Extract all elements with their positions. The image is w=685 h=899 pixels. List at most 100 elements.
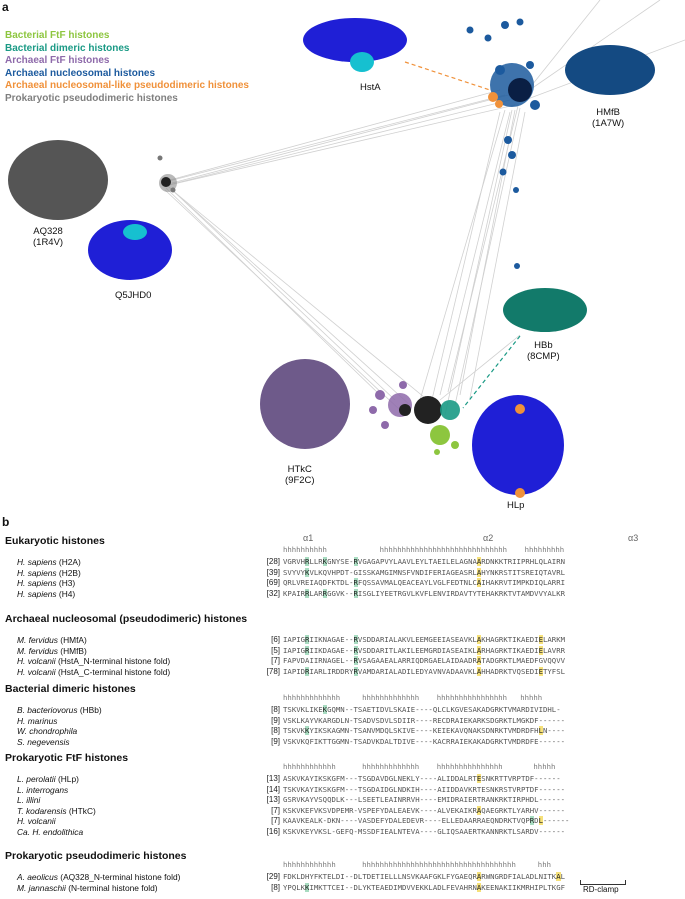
section-title: Eukaryotic histones [5, 535, 105, 547]
residue-offset: [14] [266, 784, 280, 794]
sequence-row: KSKVKEYVKSL-GEFQ-MSSDFIEALNTEVA----GLIQS… [283, 826, 565, 836]
species-label: L. illini [17, 795, 41, 805]
structure-label-q5jhd0: Q5JHD0 [115, 290, 152, 301]
sequence-row: VSKLKAYVKARGDLN-TSADVSDVLSDIIR----RECDRA… [283, 715, 565, 725]
species-label: H. volcanii (HstA_N-terminal histone fol… [17, 656, 171, 666]
section-title: Bacterial dimeric histones [5, 683, 136, 695]
sequence-row: IAPIGRIIKNAGAE--RVSDDARIALAKVLEEMGEEIASE… [283, 635, 565, 644]
panel-a-letter: a [2, 0, 9, 14]
aq328-structure [8, 140, 108, 220]
structure-label-htkc: HTkC(9F2C) [285, 464, 315, 486]
secondary-structure-row: hhhhhhhhhhhh hhhhhhhhhhhhh hhhhhhhhhhhhh… [283, 762, 556, 771]
sequence-row: FAPVDAIIRNAGEL--RVSAGAAEALARRIQDRGAELAID… [283, 656, 565, 665]
legend-item: Archaeal nucleosomal histones [5, 67, 156, 79]
q5jhd0-structure [88, 220, 172, 280]
helix-label: α3 [628, 533, 639, 543]
sequence-row: IAPIGRIIKDAGAE--RVSDDARITLAKILEEMGRDIASE… [283, 645, 565, 655]
structure-label-hbb: HBb(8CMP) [527, 340, 560, 362]
helix-label: α1 [303, 533, 314, 543]
residue-offset: [32] [266, 588, 280, 598]
legend-item: Bacterial FtF histones [5, 30, 110, 41]
legend-item: Archaeal nucleosomal-like pseudodimeric … [5, 80, 249, 91]
species-label: S. negevensis [17, 736, 70, 747]
sequence-row: KSKVKEFVKSVDPEMR-VSPEFYDALEAEVK----ALVEK… [283, 805, 565, 815]
structure-label-hsta: HstA [360, 82, 381, 93]
species-label: H. volcanii (HstA_C-terminal histone fol… [17, 666, 171, 677]
cluster-network [8, 0, 685, 498]
sequence-row: TSKVKKYIKSKAGMN-TSANVMDQLSKIVE----KEIEKA… [283, 726, 565, 735]
hbb-structure [462, 288, 587, 409]
species-label: L. perolatii (HLp) [17, 774, 79, 784]
residue-offset: [13] [266, 774, 280, 783]
sequence-row: VSKVKQFIKTTGGMN-TSADVKDALTDIVE----KACRRA… [283, 736, 565, 746]
sequence-row: IAPIDRIARLIRDDRYRVAMDARIALADILEDYAVNVADA… [283, 666, 565, 676]
residue-offset: [6] [271, 635, 280, 644]
species-label: T. kodarensis (HTkC) [17, 805, 96, 816]
residue-offset: [16] [266, 826, 280, 836]
pseudodimeric-cluster [157, 155, 177, 193]
sequence-row: TSKVKLIKEKGQMN--TSAETIDVLSKAIE----QLCLKG… [283, 705, 561, 714]
species-label: H. marinus [17, 715, 58, 726]
species-label: H. sapiens (H2A) [17, 557, 81, 567]
sequence-row: QRLVREIAQDFKTDL-RFQSSAVMALQEACEAYLVGLFED… [283, 578, 565, 587]
sequence-row: KAAVKEALK-DKN----VASDEFYDALEDEVR----ELLE… [283, 816, 570, 825]
species-label: B. bacteriovorus (HBb) [17, 705, 102, 715]
secondary-structure-row: hhhhhhhhhh hhhhhhhhhhhhhhhhhhhhhhhhhhhhh… [283, 545, 565, 554]
species-label: H. sapiens (H3) [17, 578, 76, 588]
section-title: Prokaryotic FtF histones [5, 752, 129, 764]
residue-offset: [78] [266, 666, 280, 676]
section-title: Archaeal nucleosomal (pseudodimeric) his… [5, 613, 248, 625]
species-label: H. volcanii [17, 816, 56, 826]
htkc-structure [260, 359, 350, 449]
sequence-row: KPAIRRLARRGGVK--RISGLIYEETRGVLKVFLENVIRD… [283, 588, 565, 598]
species-label: M. jannaschii (N-terminal histone fold) [17, 882, 158, 893]
residue-offset: [69] [266, 578, 280, 587]
sequence-row: ASKVKAYIKSKGFM---TSGDAVDGLNEKLY----ALIDD… [283, 774, 561, 783]
rd-clamp-label: RD-clamp [583, 885, 619, 894]
legend: Bacterial FtF histones Bacterial dimeric… [5, 30, 249, 105]
legend-item: Archaeal FtF histones [5, 55, 110, 66]
residue-offset: [13] [266, 795, 280, 804]
species-label: H. sapiens (H2B) [17, 567, 81, 578]
residue-offset: [5] [271, 645, 280, 655]
sequence-row: YPQLKKIMKTTCEI--DLYKTEAEDIMDVVEKKLADLFEV… [283, 882, 565, 892]
species-label: H. sapiens (H4) [17, 588, 76, 599]
structure-label-hlp: HLp [507, 500, 525, 511]
section-title: Prokaryotic pseudodimeric histones [5, 850, 187, 862]
sequence-row: TSKVKAYIKSKGFM---TSGDAIDGLNDKIH----AIIDD… [283, 784, 565, 794]
residue-offset: [29] [266, 872, 280, 881]
sequence-row: SVYVYKVLKQVHPDT-GISSKAMGIMNSFVNDIFERIAGE… [283, 567, 565, 577]
hlp-structure [472, 395, 564, 498]
residue-offset: [7] [271, 816, 280, 825]
species-label: W. chondrophila [17, 726, 78, 736]
species-label: Ca. H. endolithica [17, 826, 84, 837]
legend-item: Bacterial dimeric histones [5, 42, 130, 54]
hmfb-structure [565, 45, 655, 95]
species-label: L. interrogans [17, 784, 69, 795]
legend-item: Prokaryotic pseudodimeric histones [5, 92, 178, 104]
residue-offset: [7] [271, 656, 280, 665]
panel-b-letter: b [2, 515, 10, 529]
species-label: M. fervidus (HMfB) [17, 645, 87, 656]
residue-offset: [8] [271, 882, 280, 892]
residue-offset: [28] [266, 557, 280, 566]
secondary-structure-row: hhhhhhhhhhhhh hhhhhhhhhhhhh hhhhhhhhhhhh… [283, 693, 543, 702]
species-label: M. fervidus (HMfA) [17, 635, 87, 645]
species-label: A. aeolicus (AQ328_N-terminal histone fo… [17, 872, 181, 882]
residue-offset: [8] [271, 705, 280, 714]
residue-offset: [8] [271, 726, 280, 735]
sequence-row: VGRVHRLLRKGNYSE-RVGAGAPVYLAAVLEYLTAEILEL… [283, 557, 565, 566]
nucleosomal-cluster [466, 18, 540, 269]
structure-label-aq328: AQ328(1R4V) [33, 226, 64, 248]
residue-offset: [9] [271, 736, 280, 746]
ftf-clusters [369, 381, 460, 455]
structure-label-hmfb: HMfB(1A7W) [592, 107, 625, 129]
sequence-row: FDKLDHYFKTELDI--DLTDETIELLLNSVKAAFGKLFYG… [283, 872, 565, 881]
hsta-structure [303, 18, 491, 91]
sequence-row: GSRVKAYVSQQDLK---LSEETLEAINRRVH----EMIDR… [283, 795, 565, 804]
helix-label: α2 [483, 533, 494, 543]
residue-offset: [39] [266, 567, 280, 577]
secondary-structure-row: hhhhhhhhhhhh hhhhhhhhhhhhhhhhhhhhhhhhhhh… [283, 860, 551, 869]
residue-offset: [7] [271, 805, 280, 815]
residue-offset: [9] [271, 715, 280, 725]
